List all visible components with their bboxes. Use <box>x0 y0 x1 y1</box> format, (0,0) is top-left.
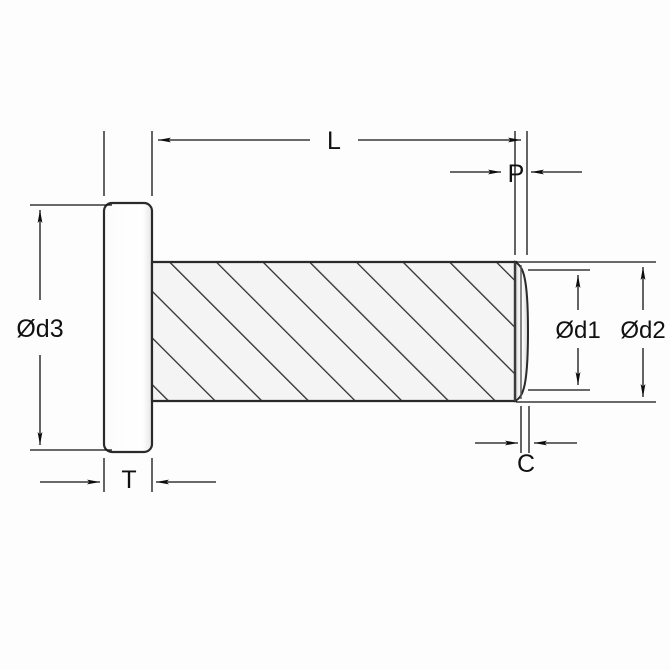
dim-label-P: P <box>508 160 525 188</box>
dim-label-C: C <box>517 450 535 478</box>
dimension-T: T <box>40 466 216 494</box>
dim-label-L: L <box>327 127 341 155</box>
dim-label-d3: Ød3 <box>16 315 63 343</box>
pin-head <box>102 201 154 454</box>
pin-shaft-hatch <box>152 262 515 401</box>
dimension-C: C <box>475 440 577 478</box>
dim-label-d2: Ød2 <box>620 317 665 344</box>
part-geometry <box>102 201 530 454</box>
dim-label-T: T <box>121 466 136 494</box>
dimension-d1: Ød1 <box>555 275 601 385</box>
dim-label-d1: Ød1 <box>555 317 600 344</box>
extension-lines <box>30 131 656 492</box>
dimension-L: L <box>158 127 521 155</box>
dimension-P: P <box>450 160 582 188</box>
dimension-d3: Ød3 <box>16 210 64 445</box>
dimension-d2: Ød2 <box>620 267 666 397</box>
